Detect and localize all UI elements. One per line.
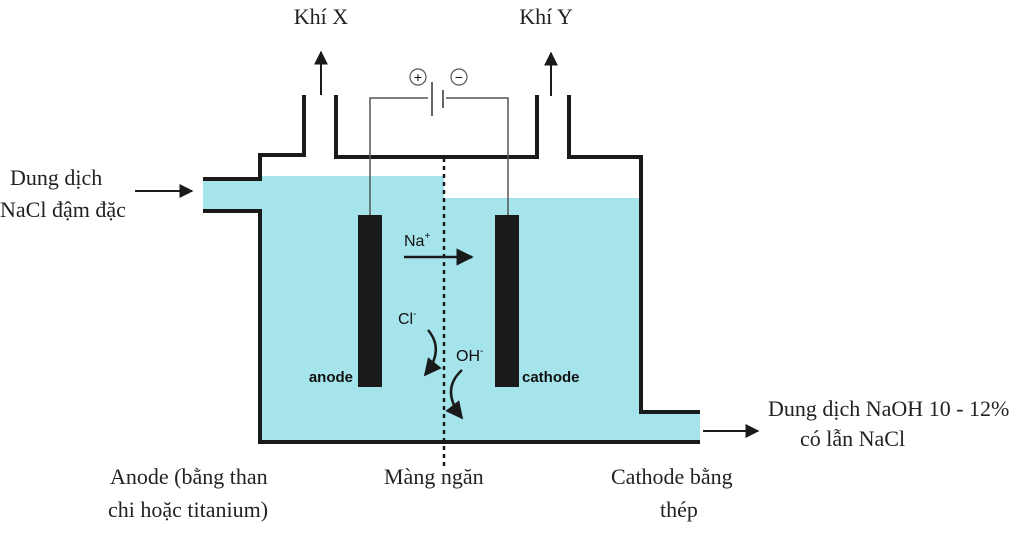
battery: + − [409,68,468,116]
battery-plus-symbol: + [409,68,427,86]
cathode-electrode [495,215,519,387]
anode-label: anode [309,369,353,386]
outlet-label-line2: có lẫn NaCl [800,426,905,451]
anode-caption-line2: chi hoặc titanium) [108,497,268,522]
inlet-label-line2: NaCl đậm đặc [0,197,126,222]
na-ion-label: Na+ [404,231,430,250]
tank-outline [203,95,700,444]
cathode-caption-line2: thép [660,497,698,522]
anode-electrode [358,215,382,387]
cl-ion-label: Cl- [398,309,416,328]
battery-minus-symbol: − [450,68,468,86]
battery-plus-label: + [414,69,422,85]
external-circuit [369,97,509,215]
anode-caption-line1: Anode (bằng than [110,464,268,489]
oh-ion-label: OH- [456,346,483,365]
outlet-label-line1: Dung dịch NaOH 10 - 12% [768,396,1009,421]
cathode-caption-line1: Cathode bằng [611,464,733,489]
gas-y-label: Khí Y [519,4,573,29]
membrane-caption: Màng ngăn [384,464,484,489]
inlet-label-line1: Dung dịch [10,165,102,190]
gas-x-label: Khí X [294,4,349,29]
oh-ion-arrow [445,369,464,420]
cl-ion-arrow [423,329,442,377]
cathode-label: cathode [522,369,580,386]
battery-minus-label: − [455,69,463,85]
